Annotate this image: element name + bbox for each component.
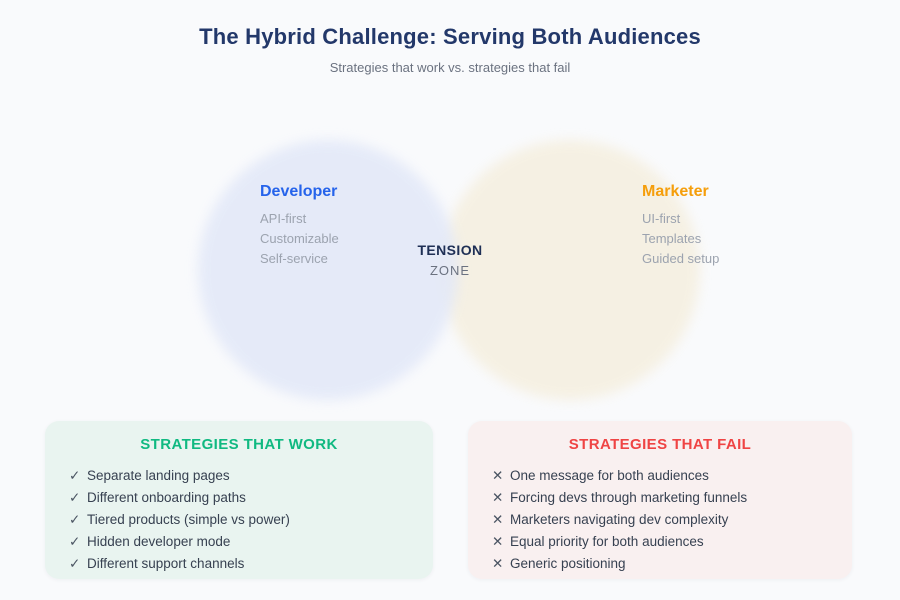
strategies-work-panel: STRATEGIES THAT WORK ✓ Separate landing p… xyxy=(45,421,433,579)
check-icon: ✓ xyxy=(69,468,81,483)
item-text: Self-service xyxy=(260,251,328,266)
check-icon: ✓ xyxy=(69,490,81,505)
developer-trait: Self-service xyxy=(260,249,339,269)
item-text: UI-first xyxy=(642,211,681,226)
fail-strategy-item: ✕ One message for both audiences xyxy=(492,465,828,487)
work-strategy-item: ✓ Hidden developer mode xyxy=(69,531,409,553)
item-text: Equal priority for both audiences xyxy=(510,534,704,549)
work-strategy-item: ✓ Different support channels xyxy=(69,553,409,575)
cross-icon: ✕ xyxy=(492,556,504,571)
marketer-trait: Guided setup xyxy=(642,249,719,269)
item-text: Guided setup xyxy=(642,251,720,266)
cross-icon: ✕ xyxy=(492,512,504,527)
tension-line2: ZONE xyxy=(429,263,471,278)
item-text: Different support channels xyxy=(87,556,245,571)
tension-zone-label: TENSION ZONE xyxy=(390,242,510,278)
marketer-trait: UI-first xyxy=(642,209,719,229)
strategies-fail-title: STRATEGIES THAT FAIL xyxy=(568,436,752,453)
marketer-trait: Templates xyxy=(642,229,719,249)
check-icon: ✓ xyxy=(69,512,81,527)
marketer-label: Marketer xyxy=(642,183,709,200)
marketer-circle xyxy=(440,140,700,400)
item-text: Separate landing pages xyxy=(87,468,230,483)
work-strategy-item: ✓ Different onboarding paths xyxy=(69,487,409,509)
item-text: API-first xyxy=(260,211,307,226)
item-text: Customizable xyxy=(260,231,339,246)
item-text: Generic positioning xyxy=(510,556,626,571)
fail-strategy-item: ✕ Generic positioning xyxy=(492,553,828,575)
developer-trait: API-first xyxy=(260,209,339,229)
strategies-work-title: STRATEGIES THAT WORK xyxy=(140,436,338,453)
item-text: One message for both audiences xyxy=(510,468,709,483)
cross-icon: ✕ xyxy=(492,490,504,505)
fail-strategy-item: ✕ Equal priority for both audiences xyxy=(492,531,828,553)
item-text: Tiered products (simple vs power) xyxy=(87,512,290,527)
developer-label: Developer xyxy=(260,183,338,200)
check-icon: ✓ xyxy=(69,534,81,549)
work-strategy-item: ✓ Tiered products (simple vs power) xyxy=(69,509,409,531)
item-text: Templates xyxy=(642,231,702,246)
fail-strategy-item: ✕ Marketers navigating dev complexity xyxy=(492,509,828,531)
item-text: Hidden developer mode xyxy=(87,534,231,549)
page-title: The Hybrid Challenge: Serving Both Audie… xyxy=(199,24,701,49)
strategies-work-list: ✓ Separate landing pages ✓ Different onboar… xyxy=(69,465,409,575)
header: The Hybrid Challenge: Serving Both Audie… xyxy=(0,24,900,75)
check-icon: ✓ xyxy=(69,556,81,571)
item-text: Forcing devs through marketing funnels xyxy=(510,490,748,505)
item-text: Marketers navigating dev complexity xyxy=(510,512,729,527)
item-text: Different onboarding paths xyxy=(87,490,246,505)
tension-line1: TENSION xyxy=(417,242,483,258)
strategies-fail-list: ✕ One message for both audiences ✕ Forcing … xyxy=(492,465,828,575)
developer-circle xyxy=(198,140,458,400)
work-strategy-item: ✓ Separate landing pages xyxy=(69,465,409,487)
cross-icon: ✕ xyxy=(492,468,504,483)
fail-strategy-item: ✕ Forcing devs through marketing funnels xyxy=(492,487,828,509)
page-subtitle: Strategies that work vs. strategies that… xyxy=(329,60,571,75)
cross-icon: ✕ xyxy=(492,534,504,549)
developer-trait: Customizable xyxy=(260,229,339,249)
strategies-fail-panel: STRATEGIES THAT FAIL ✕ One message for bo… xyxy=(468,421,852,579)
